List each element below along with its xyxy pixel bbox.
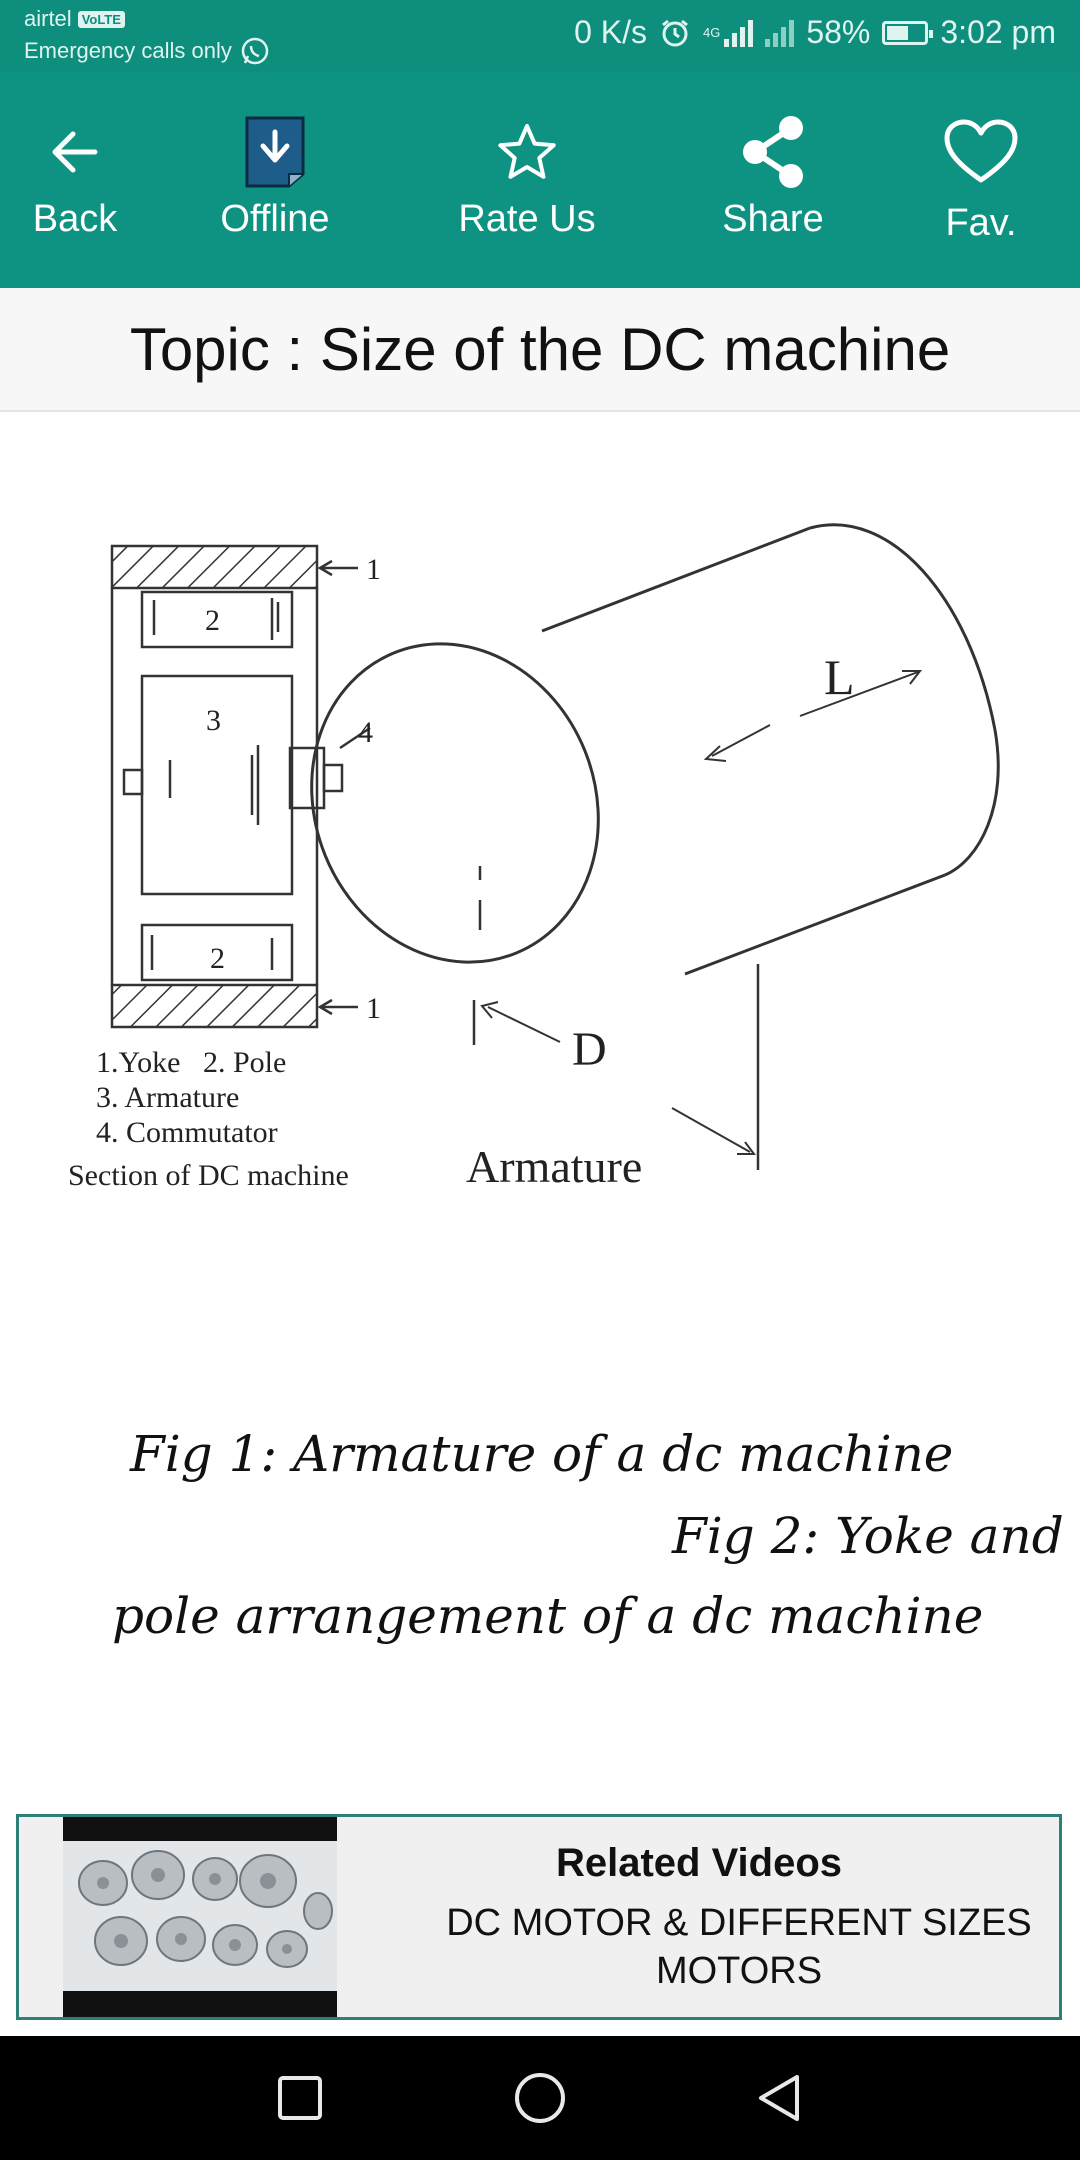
circle-icon <box>515 2073 565 2123</box>
triangle-back-icon <box>759 2075 799 2121</box>
signal-2-icon <box>765 19 795 47</box>
back-nav-button[interactable] <box>740 2058 820 2138</box>
armature-front-face <box>310 642 600 964</box>
armature-number: 3 <box>206 704 221 737</box>
emergency-row: Emergency calls only <box>24 36 270 66</box>
legend-line-1: 1.Yoke 2. Pole <box>96 1046 286 1079</box>
network-speed: 0 K/s <box>574 14 647 50</box>
recents-button[interactable] <box>260 2058 340 2138</box>
yoke-number-bottom: 1 <box>366 992 381 1025</box>
yoke-number-top: 1 <box>366 553 381 586</box>
offline-label: Offline <box>220 198 330 240</box>
arrow-left-icon <box>52 131 98 173</box>
armature-label: Armature <box>466 1141 642 1192</box>
status-left: airtel VoLTE Emergency calls only <box>24 6 270 66</box>
dc-motors-image <box>63 1841 337 1991</box>
pole-number-bottom: 2 <box>210 942 225 975</box>
caption-line-3: pole arrangement of a dc machine <box>112 1587 984 1645</box>
star-icon <box>498 124 556 179</box>
download-icon <box>245 116 305 188</box>
topic-header: Topic : Size of the DC machine <box>0 288 1080 412</box>
related-video-name: DC MOTOR & DIFFERENT SIZES MOTORS <box>446 1902 1032 1992</box>
share-label: Share <box>722 198 824 240</box>
status-right: 0 K/s 4G 58% 3:02 pm <box>574 14 1056 51</box>
clock: 3:02 pm <box>940 14 1056 50</box>
battery-percent: 58% <box>806 14 871 50</box>
system-nav-bar <box>0 2036 1080 2160</box>
signal-icon <box>724 19 754 47</box>
armature-labels: L D Armature <box>466 649 855 1192</box>
yoke-top <box>110 544 319 590</box>
offline-button[interactable]: Offline <box>190 112 360 262</box>
pole-bottom <box>140 923 294 982</box>
caption-line-1: Fig 1: Armature of a dc machine <box>130 1425 954 1483</box>
status-bar: airtel VoLTE Emergency calls only 0 K/s … <box>0 0 1080 72</box>
heart-icon <box>944 119 1018 183</box>
legend-line-2: 3. Armature <box>96 1081 239 1114</box>
pole-number-top: 2 <box>205 604 220 637</box>
length-label: L <box>824 649 855 705</box>
favourite-button[interactable]: Fav. <box>896 112 1066 262</box>
whatsapp-icon <box>241 37 269 65</box>
caption-line-2: Fig 2: Yoke and <box>672 1507 1064 1565</box>
pole-top <box>140 590 294 649</box>
favourite-label: Fav. <box>945 202 1017 244</box>
machine-section-labels: 1 2 3 4 2 1 1.Yoke 2. Pole 3. Armature 4… <box>68 553 381 1192</box>
rate-us-label: Rate Us <box>458 198 596 240</box>
yoke-bottom <box>110 983 319 1029</box>
share-button[interactable]: Share <box>688 112 858 262</box>
battery-fill <box>887 25 909 40</box>
commutator <box>288 746 326 810</box>
battery-icon <box>882 20 934 45</box>
related-videos-title: Related Videos <box>555 1841 843 1885</box>
related-videos-banner[interactable]: Related Videos DC MOTOR & DIFFERENT SIZE… <box>16 1814 1062 2020</box>
commutator-number: 4 <box>358 716 373 749</box>
network-type: 4G <box>702 25 721 40</box>
share-icon <box>743 116 803 188</box>
back-button[interactable]: Back <box>0 112 160 262</box>
app-toolbar: Back Offline Rate Us Share <box>0 72 1080 288</box>
rate-us-button[interactable]: Rate Us <box>442 112 612 262</box>
carrier-name: airtel <box>24 6 72 31</box>
topic-title: Topic : Size of the DC machine <box>129 315 951 383</box>
diameter-label: D <box>572 1023 607 1076</box>
emergency-text: Emergency calls only <box>24 38 232 63</box>
carrier-row: airtel VoLTE <box>24 6 270 32</box>
volte-badge: VoLTE <box>77 10 125 28</box>
machine-section-drawing <box>110 544 371 1029</box>
video-thumbnail[interactable] <box>63 1817 337 2017</box>
armature-back-edge <box>809 523 1000 877</box>
dc-machine-figure: 1 2 3 4 2 1 1.Yoke 2. Pole 3. Armature 4… <box>68 523 1000 1192</box>
back-label: Back <box>32 198 118 240</box>
legend-line-4: Section of DC machine <box>68 1159 349 1192</box>
square-icon <box>278 2076 322 2120</box>
armature-cylinder-drawing <box>310 523 1000 1170</box>
legend-line-3: 4. Commutator <box>96 1116 278 1149</box>
alarm-icon <box>662 19 688 46</box>
home-button[interactable] <box>500 2058 580 2138</box>
